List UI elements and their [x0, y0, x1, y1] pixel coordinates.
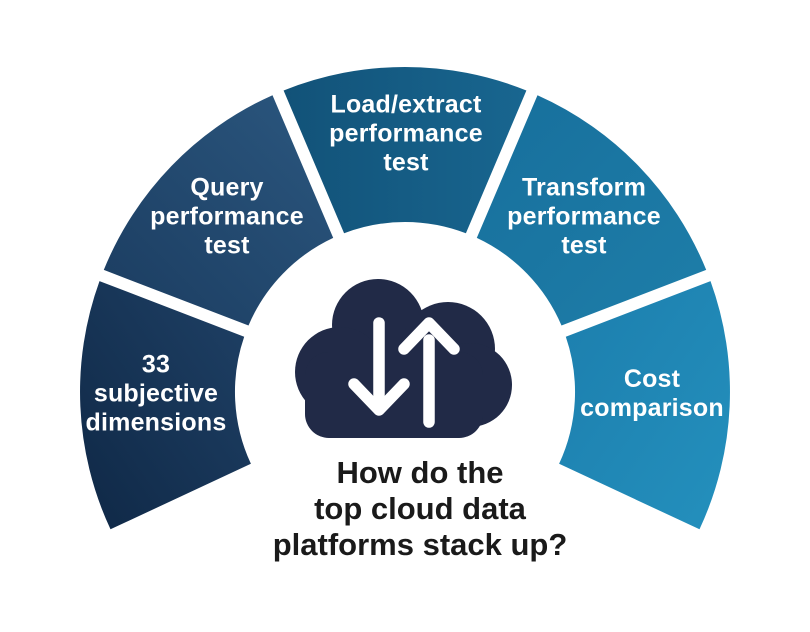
- cloud-icon: [295, 279, 512, 438]
- download-arrow-icon: [348, 317, 410, 416]
- segment-cost-comparison: [559, 281, 730, 530]
- segment-subjective-dimensions: [80, 281, 251, 530]
- main-question-title: How do the top cloud data platforms stac…: [272, 455, 568, 562]
- segment-label-cost-comparison: Cost comparison: [580, 365, 724, 422]
- cloud-data-transfer-icon: [295, 279, 512, 438]
- segment-load-extract-performance-test: [283, 66, 527, 234]
- segment-label-subjective-dimensions: 33 subjective dimensions: [85, 350, 227, 437]
- segment-label-query-performance-test: Query performance test: [150, 173, 304, 260]
- segment-label-load-extract-performance-test: Load/extract performance test: [329, 90, 483, 177]
- segment-transform-performance-test: [476, 95, 707, 326]
- upload-arrow-icon: [398, 317, 460, 428]
- segment-label-transform-performance-test: Transform performance test: [507, 173, 661, 260]
- segment-query-performance-test: [103, 95, 334, 326]
